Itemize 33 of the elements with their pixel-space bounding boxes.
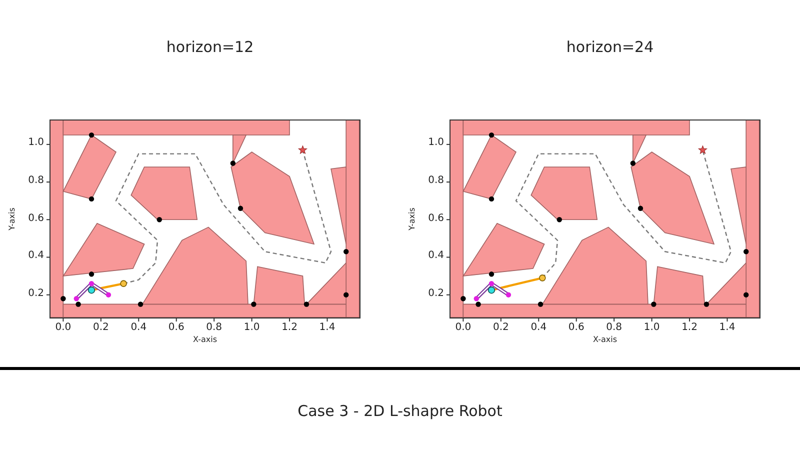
tick-label: 0.4 [28,250,44,262]
tick-label: 1.2 [682,322,698,333]
axis-title: X-axis [593,335,617,344]
plot-title: horizon=24 [566,38,654,56]
tick-label: 0.4 [530,322,547,333]
tick-label: 0.6 [28,212,44,224]
tick-label: 0.2 [492,322,509,333]
tick-label: 0.8 [28,175,44,186]
tick-label: 1.0 [644,322,660,333]
tick-label: 0.4 [130,322,147,333]
plot-title: horizon=12 [166,38,254,56]
tick-label: 0.8 [428,175,444,186]
tick-label: 0.0 [455,322,472,333]
tick-label: 0.0 [55,322,72,333]
tick-label: 0.2 [92,322,109,333]
caption: Case 3 - 2D L-shapre Robot [298,402,502,420]
tick-label: 1.4 [319,322,336,333]
axis-title: Y-axis [8,208,16,230]
tick-label: 1.2 [282,322,298,333]
tick-label: 1.4 [719,322,736,333]
tick-label: 1.0 [244,322,260,333]
tick-label: 0.6 [568,322,584,333]
tick-label: 0.8 [206,322,222,333]
tick-label: 1.0 [428,137,444,148]
axis-title: X-axis [193,335,217,344]
tick-label: 0.8 [606,322,622,333]
tick-label: 0.2 [428,288,444,299]
tick-label: 0.2 [28,288,44,299]
axis-title: Y-axis [408,208,416,230]
tick-label: 1.0 [28,137,44,148]
tick-label: 0.6 [168,322,184,333]
tick-label: 0.4 [428,250,444,262]
tick-label: 0.6 [428,212,444,224]
